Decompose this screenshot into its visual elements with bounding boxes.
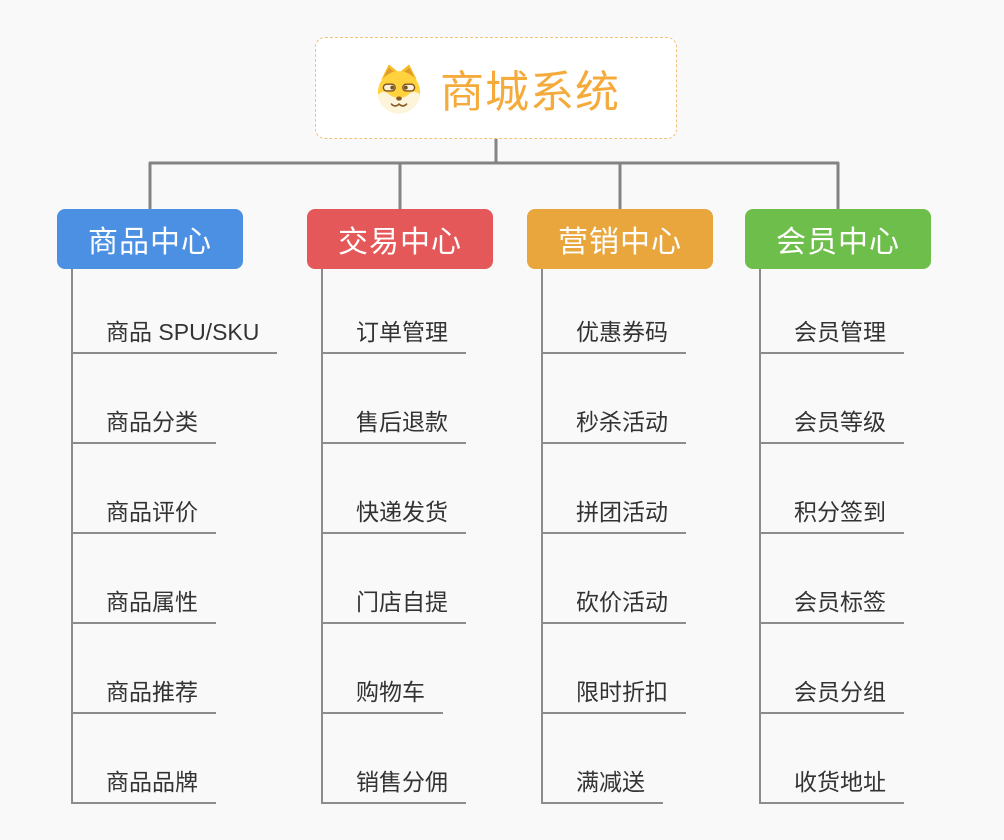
- leaf-node[interactable]: 砍价活动: [541, 587, 686, 624]
- branch-node-trade-center[interactable]: 交易中心: [307, 209, 493, 269]
- branch-spine-line: [321, 269, 323, 804]
- leaf-node[interactable]: 商品品牌: [71, 767, 216, 804]
- leaf-node[interactable]: 拼团活动: [541, 497, 686, 534]
- leaf-node[interactable]: 商品分类: [71, 407, 216, 444]
- leaf-node[interactable]: 收货地址: [759, 767, 904, 804]
- leaf-node[interactable]: 门店自提: [321, 587, 466, 624]
- leaf-node[interactable]: 限时折扣: [541, 677, 686, 714]
- root-title: 商城系统: [440, 68, 620, 117]
- leaf-node[interactable]: 优惠券码: [541, 317, 686, 354]
- leaf-node[interactable]: 商品 SPU/SKU: [71, 317, 278, 354]
- leaf-node[interactable]: 会员等级: [759, 407, 904, 444]
- branch-spine-line: [71, 269, 73, 804]
- branch-node-marketing-center[interactable]: 营销中心: [527, 209, 713, 269]
- leaf-node[interactable]: 购物车: [321, 677, 443, 714]
- branch-node-product-center[interactable]: 商品中心: [57, 209, 243, 269]
- leaf-node[interactable]: 商品推荐: [71, 677, 216, 714]
- leaf-node[interactable]: 售后退款: [321, 407, 466, 444]
- leaf-node[interactable]: 会员管理: [759, 317, 904, 354]
- leaf-node[interactable]: 销售分佣: [321, 767, 466, 804]
- branch-spine-line: [541, 269, 543, 804]
- branch-node-member-center[interactable]: 会员中心: [745, 209, 931, 269]
- dog-face-icon: [372, 61, 426, 115]
- leaf-node[interactable]: 商品评价: [71, 497, 216, 534]
- leaf-node[interactable]: 快递发货: [321, 497, 466, 534]
- leaf-node[interactable]: 会员分组: [759, 677, 904, 714]
- root-node[interactable]: 商城系统: [315, 37, 677, 139]
- leaf-node[interactable]: 商品属性: [71, 587, 216, 624]
- leaf-node[interactable]: 订单管理: [321, 317, 466, 354]
- leaf-node[interactable]: 会员标签: [759, 587, 904, 624]
- leaf-node[interactable]: 积分签到: [759, 497, 904, 534]
- leaf-node[interactable]: 满减送: [541, 767, 663, 804]
- branch-spine-line: [759, 269, 761, 804]
- leaf-node[interactable]: 秒杀活动: [541, 407, 686, 444]
